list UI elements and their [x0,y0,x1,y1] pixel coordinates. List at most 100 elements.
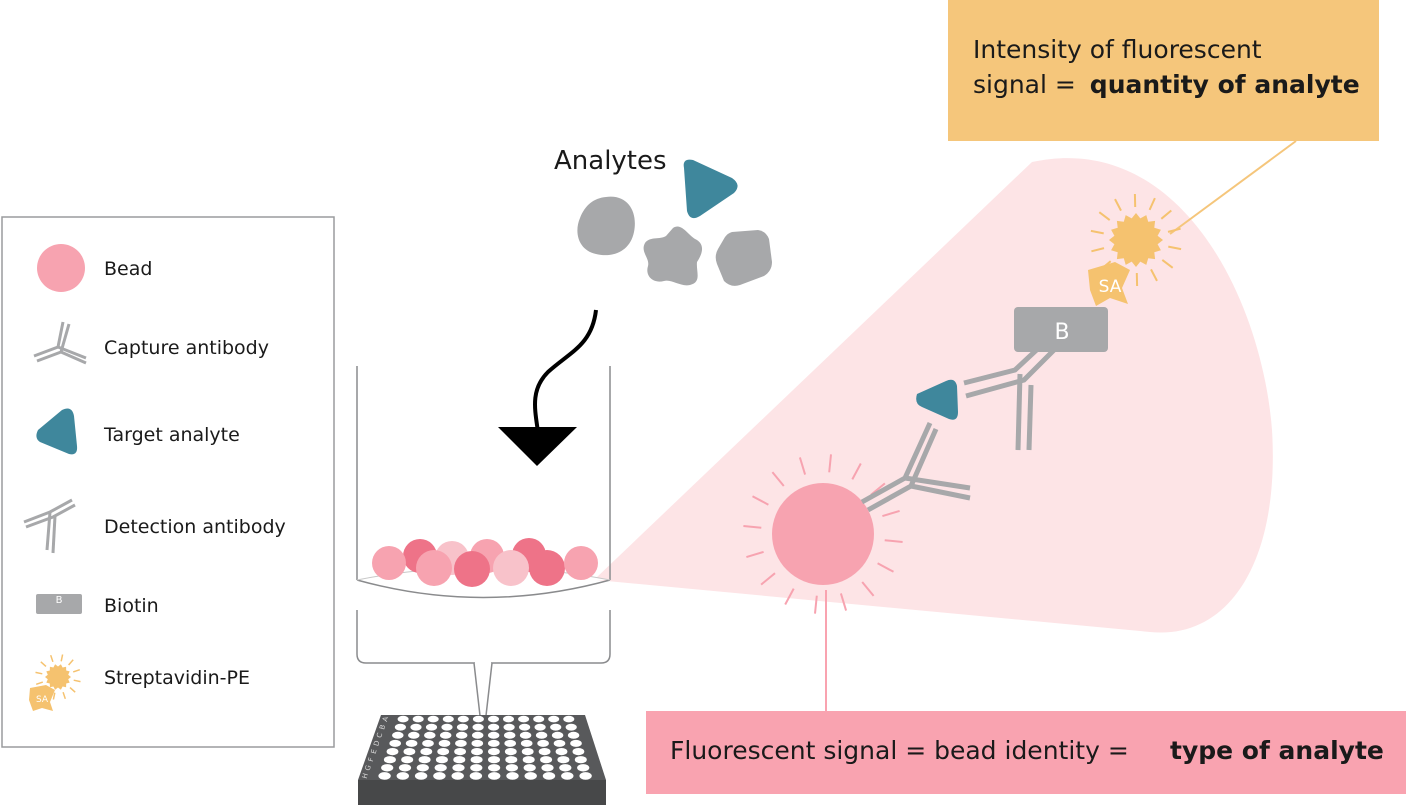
glow-ray [52,692,56,700]
plate-well [548,715,560,723]
plate-well [469,772,483,780]
analyte-flower-shape [643,226,703,286]
plate-well [457,715,469,723]
plate-well [557,756,570,764]
plate-well [565,723,577,731]
legend-bead-label: Bead [104,258,152,280]
plate-well [522,756,535,764]
plate-well [441,723,453,731]
glow-ray [72,668,81,673]
glow-ray [62,691,67,700]
plate-well [534,723,546,731]
glow-ray [35,681,44,686]
glow-ray [798,457,807,475]
plate-well [414,772,428,780]
intensity-callout-bold: quantity of analyte [1090,70,1360,99]
glow-ray [784,588,795,605]
legend-detection-antibody-icon [23,498,76,554]
legend-target-analyte-label: Target analyte [103,424,240,446]
zoom-target-analyte [916,379,958,420]
legend-target-analyte-icon [36,408,78,455]
analyte-shapes [577,159,772,286]
plate-well [488,731,500,739]
plate-well [422,739,434,747]
bead-glow-rays [743,454,903,614]
plate-well [420,748,433,756]
plate-well [541,764,554,772]
plate-row-letter: E [370,748,379,754]
plate-well [425,723,438,731]
intensity-connector [1169,140,1297,235]
glow-ray [884,539,903,543]
plate-well [424,731,436,739]
legend-bead-icon [37,244,85,292]
zoom-biotin-label: B [1054,320,1069,345]
glow-ray [1168,245,1182,251]
glow-ray [40,661,47,667]
glow-ray [1091,247,1105,253]
glow-ray [851,463,862,480]
plate-well [397,715,409,723]
plate-well [577,764,590,772]
zoom-sa-label: SA [1099,277,1122,297]
glow-ray [69,687,76,693]
intensity-callout-line2: signal = quantity of analyte [973,70,1360,99]
plate-well [550,723,562,731]
plate-well [488,723,500,731]
plate-well [538,748,551,756]
plate-well [574,756,587,764]
glow-ray [743,525,762,529]
plate-well [504,739,516,747]
plate-well [381,764,394,772]
plate-well [506,772,519,780]
plate-well [472,731,484,739]
plate-well [551,731,564,739]
plate-well [488,748,500,756]
plate-well [470,764,483,772]
plate-well [455,739,467,747]
plate-well [471,748,483,756]
plate-well [433,772,446,780]
plate-well [394,723,406,731]
plate-well [572,748,585,756]
plate-well [567,731,580,739]
glow-ray [49,654,54,663]
identity-callout-bold: type of analyte [1170,736,1384,765]
plate-row-letter: A [381,716,390,723]
plate-well [488,772,501,780]
glow-ray [1114,198,1122,212]
plate-well [521,748,534,756]
glow-ray [1148,197,1156,211]
plate-well [408,731,420,739]
flow-arrow-line [533,309,598,433]
plate-well [472,723,484,731]
identity-callout [646,711,1406,794]
plate-well [505,756,518,764]
identity-callout-prefix: Fluorescent signal = bead identity = [670,736,1129,765]
glow-ray [828,454,832,473]
intensity-callout-prefix: signal = [973,70,1084,99]
plate-well [488,756,500,764]
plate-well [456,731,468,739]
plate-well [535,731,548,739]
plate-well [451,772,464,780]
legend-streptavidin-pe-icon: SA [29,654,81,711]
plate-well [505,764,518,772]
analyte-round-shape [577,196,635,256]
plate-well [503,715,514,723]
glow-ray [752,495,769,506]
plate-well [540,756,553,764]
plate-well [504,748,517,756]
legend-streptavidin-pe-label: Streptavidin-PE [104,667,250,689]
plate-well [520,739,533,747]
glow-ray [771,471,785,487]
glow-ray [35,671,43,675]
plate-well [570,739,582,747]
analyte-hexagon-shape [715,230,772,286]
intensity-callout [948,0,1379,141]
legend-detection-antibody-label: Detection antibody [104,516,286,538]
zoom-capture-antibody [860,421,971,513]
